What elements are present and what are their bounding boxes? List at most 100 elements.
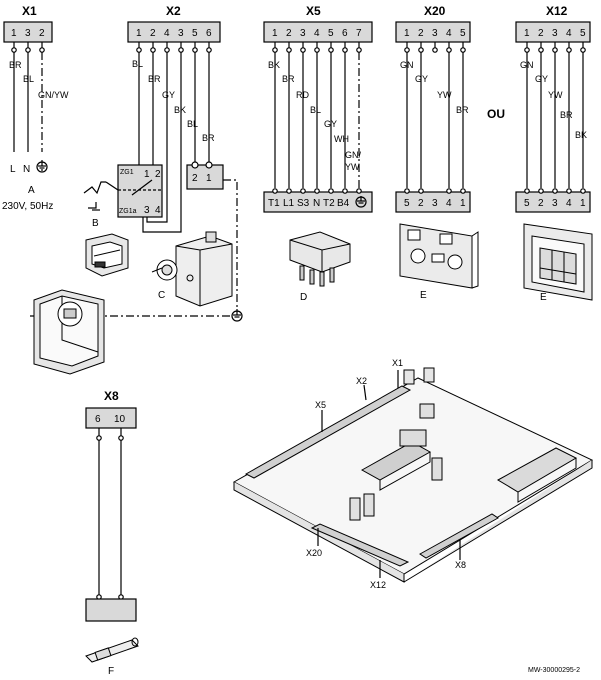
x20-bpin-3: 3 xyxy=(432,198,438,209)
switch-symbol xyxy=(83,181,119,211)
x5-connector xyxy=(263,21,373,43)
x5-term-t1: T1 xyxy=(268,198,280,209)
plug-connector xyxy=(186,164,224,190)
x1-header: X1 xyxy=(22,4,37,18)
x5-pin-3: 3 xyxy=(300,28,306,39)
x12-pin-3: 3 xyxy=(552,28,558,39)
x5-wire-wh: WH xyxy=(334,134,349,144)
label-a: A xyxy=(28,185,35,196)
x1-pin-1: 1 xyxy=(11,28,17,39)
x12-pin-5: 5 xyxy=(580,28,586,39)
control-panel-x20-image xyxy=(399,223,479,289)
x5-pin-1: 1 xyxy=(272,28,278,39)
x5-wire-br: BR xyxy=(282,74,295,84)
label-f: F xyxy=(108,666,114,677)
x12-wire-yw: YW xyxy=(548,90,563,100)
x2-pin-e: 5 xyxy=(192,28,198,39)
x5-header: X5 xyxy=(306,4,321,18)
ou-text: OU xyxy=(487,107,505,121)
relay-pin-2: 2 xyxy=(155,169,161,180)
board-label-x2: X2 xyxy=(356,376,367,386)
relay-pin-1: 1 xyxy=(144,169,150,180)
x12-pin-2: 2 xyxy=(538,28,544,39)
x12-group: X12 1 2 3 4 5 GN GY YW BR BK 5 2 3 4 1 xyxy=(515,4,591,213)
x20-bpin-2: 2 xyxy=(418,198,424,209)
x20-connector xyxy=(395,21,471,43)
relay-pin-3: 3 xyxy=(144,205,150,216)
x12-connector xyxy=(515,21,591,43)
x5-term-n: N xyxy=(313,198,320,209)
x2-connector xyxy=(127,21,221,43)
component-c-image xyxy=(151,231,233,307)
x5-wire-rd: RD xyxy=(296,90,309,100)
relay-top-label: ZG1 xyxy=(120,169,134,176)
x20-pin-2: 2 xyxy=(418,28,424,39)
main-pcb-image xyxy=(232,367,594,583)
x5-pin-6: 6 xyxy=(342,28,348,39)
board-label-x5: X5 xyxy=(315,400,326,410)
x8-header: X8 xyxy=(104,389,119,403)
sensor-f-connector xyxy=(85,598,137,622)
x12-wire-gn: GN xyxy=(520,60,534,70)
x12-bpin-4: 4 xyxy=(566,198,572,209)
x20-pin-4: 4 xyxy=(446,28,452,39)
rocker-switch-image xyxy=(85,233,129,277)
x5-pin-7: 7 xyxy=(356,28,362,39)
x2-wire-4: BK xyxy=(174,105,186,115)
label-d: D xyxy=(300,292,307,303)
x5-wire-gy: GY xyxy=(324,119,337,129)
x5-term-b4: B4 xyxy=(337,198,350,209)
x2-pin-a: 1 xyxy=(136,28,142,39)
x12-header: X12 xyxy=(546,4,568,18)
x12-bpin-5: 1 xyxy=(580,198,586,209)
x2-wire-5: BL xyxy=(187,119,198,129)
x5-term-s3: S3 xyxy=(297,198,310,209)
x5-wire-gn: GN/ xyxy=(345,150,362,160)
x2-group: X2 1 2 4 3 5 6 BL BR GY BK BL xyxy=(30,4,243,322)
control-panel-x12-image xyxy=(523,223,593,301)
x8-connector xyxy=(85,407,137,429)
x2-pin-b: 2 xyxy=(150,28,156,39)
x1-wire-bl: BL xyxy=(23,74,34,84)
x20-bottom-connector xyxy=(395,191,471,213)
x1-end-l: L xyxy=(10,164,16,175)
x20-wire-yw: YW xyxy=(437,90,452,100)
x20-header: X20 xyxy=(424,4,446,18)
x20-bpin-1: 5 xyxy=(404,198,410,209)
board-label-x12: X12 xyxy=(370,580,386,590)
x12-pin-1: 1 xyxy=(524,28,530,39)
x1-wire-br: BR xyxy=(9,60,22,70)
relay-pin-4: 4 xyxy=(155,205,161,216)
x20-wire-br: BR xyxy=(456,105,469,115)
x5-pin-2: 2 xyxy=(286,28,292,39)
x5-pin-5: 5 xyxy=(328,28,334,39)
label-c: C xyxy=(158,290,165,301)
x20-pin-1: 1 xyxy=(404,28,410,39)
x20-bpin-4: 4 xyxy=(446,198,452,209)
earth-icon xyxy=(231,309,243,322)
x5-wire-yw: YW xyxy=(345,162,360,172)
board-label-x8: X8 xyxy=(455,560,466,570)
x2-wire-3: GY xyxy=(162,90,175,100)
x2-wire-1: BL xyxy=(132,59,143,69)
x12-bpin-3: 3 xyxy=(552,198,558,209)
x20-wire-gn: GN xyxy=(400,60,414,70)
label-e-x12: E xyxy=(540,292,547,303)
x8-pin-6: 6 xyxy=(95,414,101,425)
earth-icon xyxy=(36,160,48,173)
x20-group: X20 1 2 3 4 5 GN GY YW BR 5 2 3 4 1 xyxy=(395,4,471,213)
sensor-f-image xyxy=(85,637,139,663)
board-label-x1: X1 xyxy=(392,358,403,368)
x2-wire-2: BR xyxy=(148,74,161,84)
x2-pin-f: 6 xyxy=(206,28,212,39)
x5-wire-bk: BK xyxy=(268,60,280,70)
supply-voltage: 230V, 50Hz xyxy=(2,201,53,212)
x2-pin-c: 4 xyxy=(164,28,170,39)
plug-pin-2: 2 xyxy=(192,173,198,184)
x5-wire-bl: BL xyxy=(310,105,321,115)
boiler-cabinet-image xyxy=(33,289,105,375)
x1-wire-gnyw: GN/YW xyxy=(38,90,69,100)
x20-pin-3: 3 xyxy=(432,28,438,39)
x1-pin-3: 2 xyxy=(39,28,45,39)
